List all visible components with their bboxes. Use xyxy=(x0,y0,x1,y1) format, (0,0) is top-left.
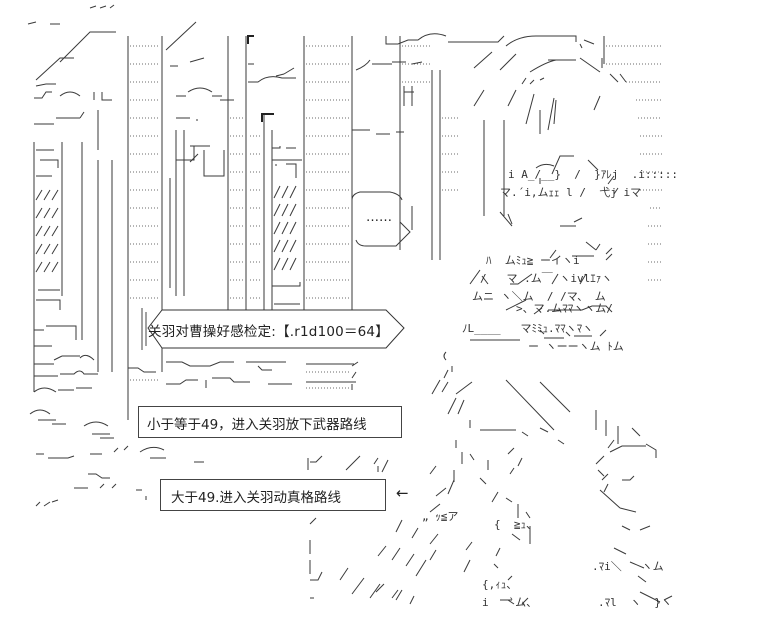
aa-fragment: マ.´i,ムｪｪ l / 弋j iマ xyxy=(500,186,642,199)
roll-equals: ＝ xyxy=(343,324,358,340)
aa-fragment: ー ヽーーヽム ﾄム xyxy=(528,340,624,353)
roof-structure xyxy=(385,33,662,281)
aa-fragment: ﾊ ムﾐｭ≧ ーイヽi xyxy=(486,254,580,267)
aa-fragment: .ﾏl ヽ }ヽ xyxy=(598,596,672,609)
aa-fragment: i A_/__} / }ｱﾚj .i::::: xyxy=(508,168,678,181)
option-1-text: 小于等于49，进入关羽放下武器路线 xyxy=(147,417,367,433)
center-building xyxy=(128,35,460,390)
aa-fragment: / マ .ム￣ ヽivlｴｧヽ xyxy=(480,272,613,285)
roll-value: 64 xyxy=(357,324,376,340)
roll-result-text: 关羽对曹操好感检定:【.r1d100＝64】 xyxy=(148,320,389,340)
left-arrow-icon: ← xyxy=(396,484,409,502)
aa-fragment: i `ム、 xyxy=(482,596,538,609)
roll-command: .r1d100 xyxy=(289,324,344,340)
aa-fragment: ムニ ヽ＼ム / /マ、 ム xyxy=(472,290,606,303)
option-lay-down-weapons[interactable]: 小于等于49，进入关羽放下武器路线 xyxy=(138,406,402,438)
dice-roll-box: 关羽对曹操好感检定:【.r1d100＝64】 xyxy=(140,306,406,352)
aa-fragment: .ﾏi＼ ヽム xyxy=(592,560,664,573)
option-serious-fight[interactable]: 大于49.进入关羽动真格路线 xyxy=(160,479,386,511)
aa-fragment: { ≧ｭ、 xyxy=(494,518,537,531)
roll-box-outline xyxy=(141,308,405,350)
roll-label: 关羽对曹操好感检定: xyxy=(148,324,277,340)
figure xyxy=(309,93,673,605)
aa-fragment: „ ｯ≦ア xyxy=(422,510,459,523)
roll-close-bracket: 】 xyxy=(375,324,389,340)
left-building xyxy=(27,4,234,420)
speech-bubble-text: …… xyxy=(366,210,392,225)
aa-fragment: {,ｨｭ、 xyxy=(482,578,518,591)
mist xyxy=(29,409,389,507)
option-2-text: 大于49.进入关羽动真格路线 xyxy=(171,490,341,506)
aa-fragment: >、マ.ムﾏﾏヽヽム/ xyxy=(516,302,613,315)
speech-bubble xyxy=(351,191,413,247)
roll-open-bracket: 【 xyxy=(276,324,290,340)
aa-fragment: ﾉL____ マﾐﾐｭ.ﾏﾏヽﾏヽ xyxy=(462,322,594,335)
